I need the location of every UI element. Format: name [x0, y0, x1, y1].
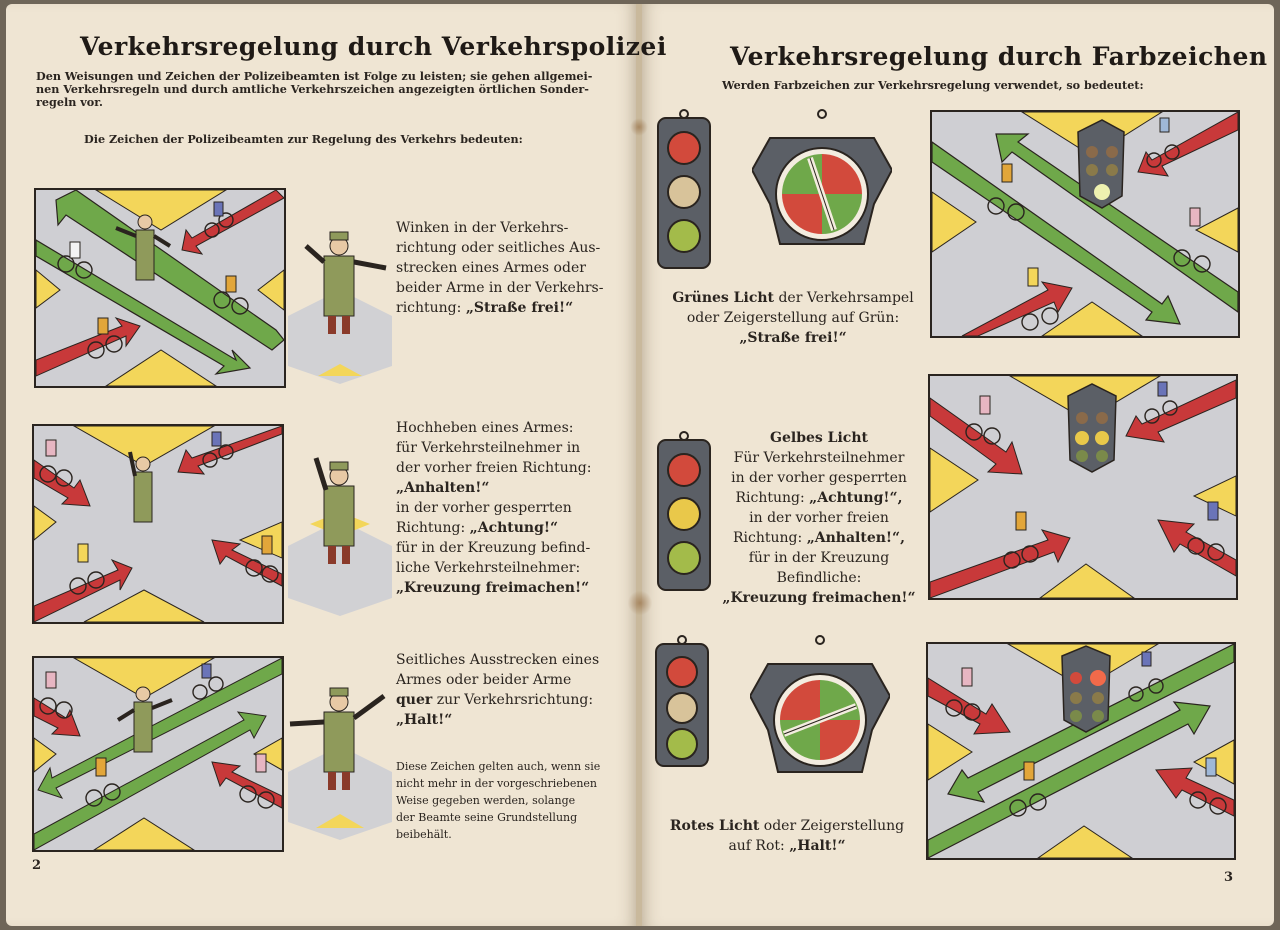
text-line: „Anhalten!“: [396, 478, 618, 498]
emphasis-clear-intersection: „Kreuzung freimachen!“: [396, 580, 590, 596]
text-line: liche Verkehrsteilnehmer:: [396, 560, 581, 576]
text-line: für Verkehrsteilnehmer in: [396, 440, 581, 456]
text-line: richtung: „Straße frei!“: [396, 300, 574, 316]
policeman-arm-raised: [288, 454, 392, 616]
page-title: Verkehrsregelung durch Farbzeichen: [730, 42, 1268, 71]
traffic-light-red: [652, 634, 712, 770]
note-line: Weise gegeben werden, solange: [396, 794, 576, 807]
intro-paragraph: Den Weisungen und Zeichen der Polizeibea…: [36, 70, 618, 109]
traffic-light-yellow: [654, 430, 714, 594]
traffic-light-lamp: [1067, 383, 1117, 473]
text-line: auf Rot: „Halt!“: [728, 838, 846, 854]
text-line: „Kreuzung freimachen!“: [396, 578, 618, 598]
text-line: Richtung: „Achtung!“: [396, 520, 559, 536]
green-light-label: Grünes Licht: [672, 290, 775, 306]
signal-dial-green: [752, 108, 892, 248]
traffic-scene-green: [930, 110, 1240, 338]
text-line: in der vorher gesperrten: [731, 470, 907, 486]
text-line: „Straße frei!“: [664, 328, 922, 348]
emphasis-stop: „Anhalten!“: [396, 480, 490, 496]
yellow-light-heading: Gelbes Licht: [770, 430, 868, 446]
emphasis-street-free: „Straße frei!“: [739, 330, 847, 346]
intro-line: nen Verkehrsregeln und durch amtliche Ve…: [36, 82, 589, 96]
emphasis-stop: „Anhalten!“,: [806, 530, 905, 546]
emphasis-across: quer: [396, 692, 433, 708]
note-line: beibehält.: [396, 828, 452, 841]
rust-stain: [628, 590, 652, 616]
intro-line: regeln vor.: [36, 95, 103, 109]
page-title: Verkehrsregelung durch Verkehrspolizei: [80, 32, 667, 61]
traffic-light-lamp: [1077, 119, 1125, 209]
text-line: quer zur Verkehrsrichtung:: [396, 692, 594, 708]
intersection-illustration: [32, 424, 284, 624]
text-line: oder Zeigerstellung auf Grün:: [686, 310, 900, 326]
signal-description-3: Seitliches Ausstrecken eines Armes oder …: [396, 650, 618, 730]
page-number: 3: [1224, 870, 1234, 885]
red-light-description: Rotes Licht oder Zeigerstellung auf Rot:…: [652, 816, 922, 856]
text-line: Richtung: „Achtung!“,: [735, 490, 903, 506]
text-line: Winken in der Verkehrs-: [396, 220, 569, 236]
traffic-scene-red: [926, 642, 1236, 860]
policeman-figure: [115, 214, 172, 281]
text-line: Hochheben eines Armes:: [396, 420, 574, 436]
emphasis-halt: „Halt!“: [789, 838, 846, 854]
emphasis-halt: „Halt!“: [396, 712, 453, 728]
signal-dial-red: [750, 634, 890, 776]
text-line: „Kreuzung freimachen!“: [722, 588, 916, 608]
intro-line: Den Weisungen und Zeichen der Polizeibea…: [36, 69, 593, 83]
policeman-arms-extended: [288, 226, 392, 384]
traffic-light-lamp: [1061, 645, 1111, 733]
signal-description-2: Hochheben eines Armes: für Verkehrsteiln…: [396, 418, 618, 598]
text-line: Rotes Licht oder Zeigerstellung: [669, 818, 905, 834]
text-line: beider Arme in der Verkehrs-: [396, 280, 604, 296]
yellow-light-description: Gelbes Licht Für Verkehrsteilnehmer in d…: [722, 428, 916, 608]
text-line: richtung oder seitliches Aus-: [396, 240, 601, 256]
policeman-figure: [128, 451, 153, 523]
text-line: Für Verkehrsteilnehmer: [733, 450, 905, 466]
signal-note: Diese Zeichen gelten auch, wenn sie nich…: [396, 758, 618, 843]
note-line: nicht mehr in der vorgeschriebenen: [396, 777, 598, 790]
policeman-figure: [116, 686, 173, 753]
subheading: Werden Farbzeichen zur Verkehrsregelung …: [722, 78, 1144, 92]
text-line: für in der Kreuzung: [748, 550, 890, 566]
intersection-illustration: [34, 188, 286, 388]
text-line: Armes oder beider Arme: [396, 672, 572, 688]
text-line: in der vorher freien: [749, 510, 889, 526]
text-line: in der vorher gesperrten: [396, 500, 572, 516]
text-line: für in der Kreuzung befind-: [396, 540, 591, 556]
red-light-label: Rotes Licht: [669, 818, 760, 834]
note-line: der Beamte seine Grundstellung: [396, 811, 578, 824]
text-line: Befindliche:: [776, 570, 862, 586]
text-line: Seitliches Ausstrecken eines: [396, 652, 600, 668]
text-line: der vorher freien Richtung:: [396, 460, 592, 476]
note-line: Diese Zeichen gelten auch, wenn sie: [396, 760, 601, 773]
signal-description-1: Winken in der Verkehrs- richtung oder se…: [396, 218, 618, 318]
traffic-scene-yellow: [928, 374, 1238, 600]
intersection-illustration: [32, 656, 284, 852]
binding-gutter: [636, 4, 642, 926]
subheading: Die Zeichen der Polizeibeamten zur Regel…: [84, 132, 523, 146]
traffic-light-green: [654, 108, 714, 272]
text-line: „Halt!“: [396, 710, 618, 730]
text-line: Grünes Licht der Verkehrsampel: [672, 290, 914, 306]
policeman-arms-across: [288, 682, 392, 840]
emphasis-clear-intersection: „Kreuzung freimachen!“: [722, 590, 916, 606]
page-number: 2: [32, 858, 42, 873]
rust-stain: [630, 118, 648, 136]
text-line: strecken eines Armes oder: [396, 260, 586, 276]
text-line: Richtung: „Anhalten!“,: [733, 530, 905, 546]
emphasis-attention: „Achtung!“: [469, 520, 559, 536]
emphasis-street-free: „Straße frei!“: [465, 300, 574, 316]
emphasis-attention: „Achtung!“,: [809, 490, 903, 506]
green-light-description: Grünes Licht der Verkehrsampel oder Zeig…: [664, 288, 922, 348]
